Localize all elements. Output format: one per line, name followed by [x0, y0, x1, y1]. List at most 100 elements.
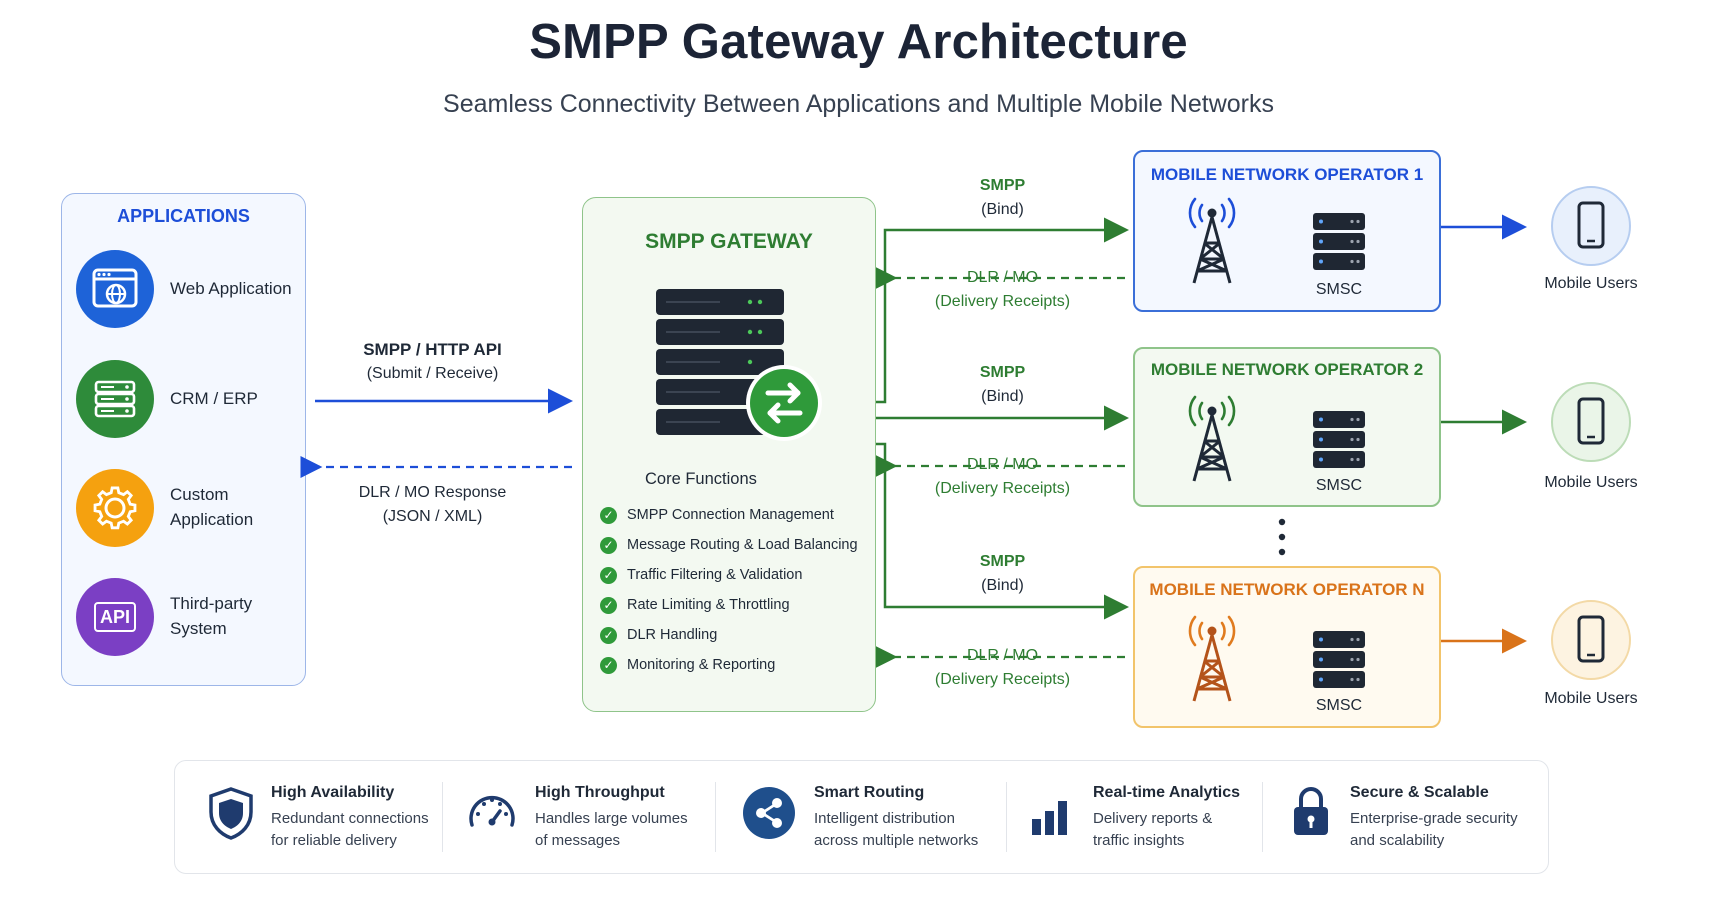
dlr-label-line1: DLR / MO — [966, 456, 1039, 473]
app-label-web: Web Application — [170, 276, 310, 301]
smpp-label-line1: SMPP — [979, 177, 1026, 194]
operator-panel-n — [1133, 566, 1441, 728]
smpp-label-line1: SMPP — [979, 553, 1026, 570]
feature-desc-line2: traffic insights — [1093, 832, 1185, 849]
core-function-label: Traffic Filtering & Validation — [627, 567, 803, 583]
lock-icon — [1294, 787, 1328, 835]
divider — [1262, 782, 1263, 852]
api-icon: API — [76, 578, 154, 656]
app-label-third-party-line2: System — [170, 619, 227, 638]
feature-title: Smart Routing — [814, 784, 925, 801]
check-icon: ✓ — [600, 566, 617, 584]
response-label: DLR / MO Response (JSON / XML) — [330, 481, 535, 529]
tower-icon — [1188, 197, 1236, 284]
share-icon — [743, 787, 795, 839]
smpp-label-line2: (Bind) — [981, 577, 1024, 594]
mobile-phone-icon — [1551, 382, 1631, 462]
smsc-server-icon — [1313, 213, 1365, 270]
core-function-label: DLR Handling — [627, 627, 718, 643]
divider — [442, 782, 443, 852]
feature-desc-line2: for reliable delivery — [271, 832, 397, 849]
feature-desc-line1: Redundant connections — [271, 810, 429, 827]
mobile-users-label-2: Mobile Users — [1544, 474, 1638, 491]
feature-title: High Availability — [271, 784, 395, 801]
operator-title-1: MOBILE NETWORK OPERATOR 1 — [1150, 165, 1424, 184]
core-function-item: ✓ SMPP Connection Management — [600, 504, 834, 526]
smpp-label-3: SMPP (Bind) — [930, 550, 1075, 598]
smsc-label-n: SMSC — [1315, 697, 1363, 714]
core-function-label: SMPP Connection Management — [627, 507, 834, 523]
smsc-server-icon — [1313, 631, 1365, 688]
smsc-label-1: SMSC — [1315, 281, 1363, 298]
dlr-label-line1: DLR / MO — [966, 647, 1039, 664]
gateway-panel — [582, 197, 876, 712]
feature-desc: Intelligent distribution across multiple… — [814, 808, 999, 852]
server-rack-icon — [76, 360, 154, 438]
speedometer-icon — [469, 795, 515, 827]
mobile-phone-icon — [1551, 600, 1631, 680]
check-icon: ✓ — [600, 536, 617, 554]
check-icon: ✓ — [600, 656, 617, 674]
tower-icon — [1188, 615, 1236, 702]
feature-desc-line2: and scalability — [1350, 832, 1445, 849]
smpp-label-2: SMPP (Bind) — [930, 361, 1075, 409]
core-functions-title: Core Functions — [645, 470, 757, 488]
submit-label-line1: SMPP / HTTP API — [363, 340, 502, 359]
operator-title-2: MOBILE NETWORK OPERATOR 2 — [1150, 360, 1424, 379]
feature-desc-line2: of messages — [535, 832, 621, 849]
dlr-label-line2: (Delivery Receipts) — [934, 671, 1071, 688]
operator-panel-1 — [1133, 150, 1441, 312]
dlr-label-line2: (Delivery Receipts) — [934, 480, 1071, 497]
core-function-item: ✓ Traffic Filtering & Validation — [600, 564, 802, 586]
feature-desc-line1: Enterprise-grade security — [1350, 810, 1518, 827]
app-label-custom: Custom Application — [170, 482, 310, 532]
response-label-line1: DLR / MO Response — [358, 484, 507, 501]
feature-desc: Enterprise-grade security and scalabilit… — [1350, 808, 1535, 852]
app-label-custom-line2: Application — [170, 510, 254, 529]
core-function-item: ✓Message Routing & Load Balancing — [600, 534, 858, 556]
feature-desc: Delivery reports & traffic insights — [1093, 808, 1268, 852]
smsc-server-icon — [1313, 411, 1365, 468]
tower-icon — [1188, 395, 1236, 482]
mobile-users-label-n: Mobile Users — [1544, 690, 1638, 707]
applications-title: APPLICATIONS — [117, 206, 250, 226]
smpp-label-line2: (Bind) — [981, 388, 1024, 405]
feature-title: Real-time Analytics — [1093, 784, 1241, 801]
check-icon: ✓ — [600, 626, 617, 644]
smpp-label-1: SMPP (Bind) — [930, 174, 1075, 222]
smpp-label-line1: SMPP — [979, 364, 1026, 381]
dlr-label-1: DLR / MO (Delivery Receipts) — [905, 266, 1100, 314]
smpp-label-line2: (Bind) — [981, 201, 1024, 218]
ellipsis-dot — [1278, 518, 1286, 526]
operator-panel-2 — [1133, 347, 1441, 507]
check-icon: ✓ — [600, 596, 617, 614]
api-icon-text: API — [94, 602, 136, 632]
smpp-arrow-1 — [876, 217, 1129, 404]
submit-label: SMPP / HTTP API (Submit / Receive) — [330, 338, 535, 386]
smsc-label-2: SMSC — [1315, 477, 1363, 494]
feature-desc-line1: Delivery reports & — [1093, 810, 1213, 827]
gateway-title: SMPP GATEWAY — [645, 230, 813, 253]
operator-title-n: MOBILE NETWORK OPERATOR N — [1149, 580, 1425, 599]
app-label-crm-text: CRM / ERP — [170, 389, 258, 408]
dlr-label-3: DLR / MO (Delivery Receipts) — [905, 644, 1100, 692]
core-function-label: Monitoring & Reporting — [627, 657, 776, 673]
submit-label-line2: (Submit / Receive) — [366, 365, 499, 382]
app-label-web-text: Web Application — [170, 279, 292, 298]
feature-desc-line1: Handles large volumes — [535, 810, 688, 827]
feature-desc: Handles large volumes of messages — [535, 808, 710, 852]
feature-desc-line2: across multiple networks — [814, 832, 979, 849]
response-label-line2: (JSON / XML) — [382, 508, 483, 525]
page-title: SMPP Gateway Architecture — [529, 15, 1188, 69]
dlr-label-line2: (Delivery Receipts) — [934, 293, 1071, 310]
check-icon: ✓ — [600, 506, 617, 524]
dlr-label-line1: DLR / MO — [966, 269, 1039, 286]
app-label-custom-line1: Custom — [170, 485, 229, 504]
ellipsis-dot — [1278, 548, 1286, 556]
feature-title: Secure & Scalable — [1350, 784, 1489, 801]
mobile-phone-icon — [1551, 186, 1631, 266]
feature-title: High Throughput — [535, 784, 665, 801]
ellipsis-dot — [1278, 533, 1286, 541]
core-function-label: Rate Limiting & Throttling — [627, 597, 790, 613]
